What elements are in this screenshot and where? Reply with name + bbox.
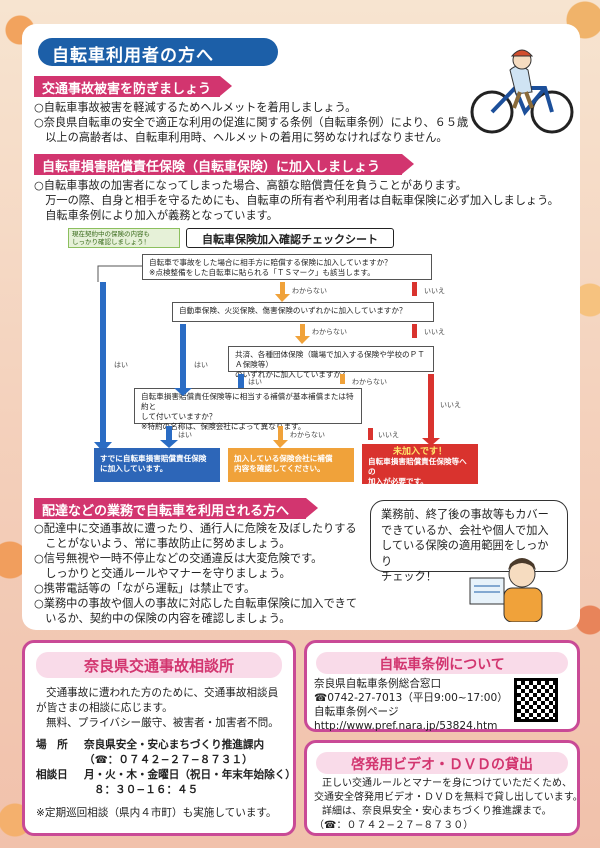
unknown-arrow-4 [278,426,283,440]
question-1: 自転車で事故をした場合に相手方に賠償する保険に加入していますか？ ※点検整備をし… [142,254,432,280]
section2-line-2: 万一の際、自身と相手を守るためにも、自転車の所有者や利用者は自転車保険に必ず加入… [34,194,559,207]
result-not-insured: 未加入です！ 自転車損害賠償責任保険等への 加入が必要です。 [362,444,478,486]
label-yes-1: はい [114,361,128,369]
dvd-line-4: （☎：０７４２−２７−８７３０） [314,820,474,831]
no-arrow-4 [368,428,373,440]
speech-bubble: 業務前、終了後の事故等もカバー できているか、会社や個人で加入 している保険の適… [370,500,568,583]
yes-arrow-3 [238,374,244,388]
label-unknown-1: わからない [292,287,327,295]
dvd-line-3: 詳細は、奈良県安全・安心まちづくり推進課まで。 [322,806,552,817]
yes-arrow-2 [180,324,186,390]
label-unknown-2: わからない [312,328,347,336]
checksheet-title: 自転車保険加入確認チェックシート [186,228,394,248]
label-no-2: いいえ [424,328,445,336]
unknown-arrow-3 [340,374,345,384]
person-reading-illustration [469,558,543,622]
unknown-arrow-1 [280,282,285,296]
question-4: 自転車損害賠償責任保険等に相当する補償が基本補償または特約と して付いていますか… [134,388,362,431]
section3-line-4: しっかりと交通ルールやマナーを守りましょう。 [34,567,291,580]
cyclist-illustration [470,49,574,134]
label-unknown-4: わからない [290,431,325,439]
question-2: 自動車保険、火災保険、傷害保険のいずれかに加入していますか？ [172,302,434,322]
label-yes-4: はい [178,431,192,439]
section3-line-6: ○業務中の事故や個人の事故に対応した自転車保険に加入できて [34,597,358,610]
consult-line-3: 無料、プライバシー厳守、被害者・加害者不問。 [46,717,279,729]
section1-line-1: ○自転車事故被害を軽減するためヘルメットを着用しましょう。 [34,101,357,114]
consult-note: ※定期巡回相談（県内４市町）も実施しています。 [36,807,277,819]
consult-place-value: 奈良県安全・安心まちづくり推進課内 [84,739,265,751]
unknown-arrow-2 [300,324,305,338]
section2-line-3: 自転車条例により加入が義務となっています。 [34,209,278,222]
section3-line-3: ○信号無視や一時不停止などの交通違反は大変危険です。 [34,552,323,565]
dvd-title: 啓発用ビデオ・ＤＶＤの貸出 [316,752,568,774]
result-check-insurer: 加入している保険会社に補償 内容を確認してください。 [228,448,354,482]
yes-arrow-1 [100,282,106,442]
label-no-3: いいえ [440,401,461,409]
label-no-4: いいえ [378,431,399,439]
section-heading-prevent-injury: 交通事故被害を防ぎましょう [34,76,232,97]
result-already-insured: すでに自転車損害賠償責任保険 に加入しています。 [94,448,220,482]
label-unknown-3: わからない [352,378,387,386]
section3-line-7: いるか、契約中の保険の内容を確認しましょう。 [34,612,291,625]
no-arrow-3 [428,374,434,440]
consult-tel: （☎：０７４２−２７−８７３１） [84,754,253,766]
ordinance-line-1: 奈良県自転車条例総合窓口 [314,678,442,690]
qr-code [514,678,558,722]
dvd-line-2: 交通安全啓発用ビデオ・ＤＶＤを無料で貸し出しています。 [314,792,583,803]
consult-days-label: 相談日 [36,769,68,781]
section1-line-2: ○奈良県自転車の安全で適正な利用の促進に関する条例（自転車条例）により、６５歳 [34,116,469,129]
label-yes-2: はい [194,361,208,369]
consult-line-1: 交通事故に遭われた方のために、交通事故相談員 [46,687,279,699]
consult-days-value: 月・火・木・金曜日（祝日・年末年始除く） [84,769,296,781]
check-note: 現在契約中の保険の内容も しっかり確認しましょう！ [68,228,180,248]
page-title: 自転車利用者の方へ [38,38,278,66]
dvd-line-1: 正しい交通ルールとマナーを身につけていただくため、 [322,778,572,789]
consultation-title: 奈良県交通事故相談所 [36,652,282,678]
label-no-1: いいえ [424,287,445,295]
no-arrow-1 [412,282,417,296]
consult-line-2: が皆さまの相談に応じます。 [36,702,173,714]
ordinance-line-3: 自転車条例ページ [314,706,399,718]
section-heading-insurance: 自転車損害賠償責任保険（自転車保険）に加入しましょう [34,154,414,175]
consult-hours: ８：３０−１６：４５ [94,784,199,796]
section3-line-2: ことがないよう、常に事故防止に努めましょう。 [34,537,291,550]
ordinance-line-2: ☎0742-27-7013（平日9:00~17:00） [314,692,508,704]
question-3: 共済、各種団体保険（職場で加入する保険や学校のＰＴＡ保険等） のいずれかに加入し… [228,346,434,379]
no-arrow-2 [412,324,417,338]
label-yes-3: はい [248,378,262,386]
section1-line-3: 以上の高齢者は、自転車利用時、ヘルメットの着用に努めなければなりません。 [34,131,448,144]
section2-line-1: ○自転車事故の加害者になってしまった場合、高額な賠償責任を負うことがあります。 [34,179,467,192]
ordinance-title: 自転車条例について [316,652,568,674]
section3-line-1: ○配達中に交通事故に遭ったり、通行人に危険を及ぼしたりする [34,522,357,535]
yes-arrow-4 [166,426,172,440]
consult-place-label: 場 所 [36,739,68,751]
section3-line-5: ○携帯電話等の「ながら運転」は禁止です。 [34,582,256,595]
section-heading-business-use: 配達などの業務で自転車を利用される方へ [34,498,318,519]
ordinance-url-link[interactable]: http://www.pref.nara.jp/53824.htm [314,720,498,732]
